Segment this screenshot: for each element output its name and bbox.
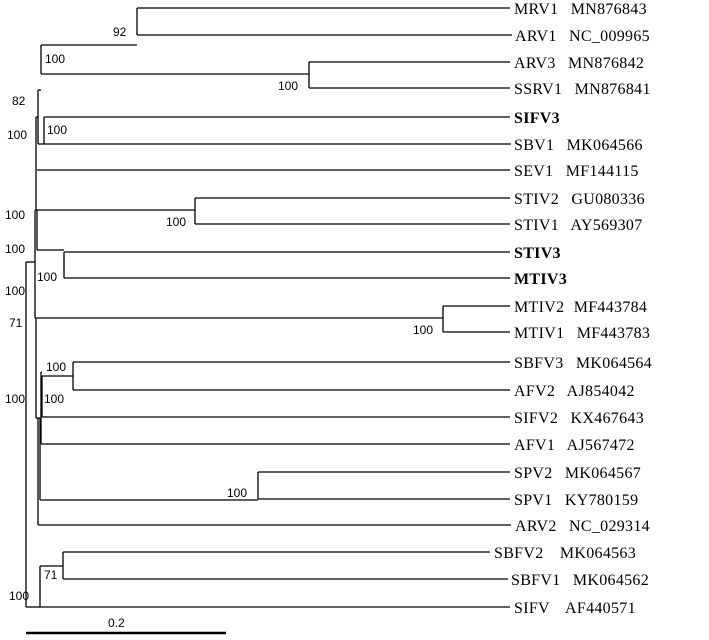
taxon-label: MTIV1 MF443783 [514,325,650,342]
bootstrap-label: 100 [166,215,186,229]
taxon-name: AFV2 [514,383,555,400]
bootstrap-label: 100 [9,589,29,603]
taxon-accession: MN876841 [575,81,651,98]
taxon-name: SPV1 [514,492,553,509]
taxon-label: AFV1 AJ567472 [514,437,635,454]
taxon-label: SBV1 MK064566 [514,137,643,154]
bootstrap-label: 100 [46,360,66,374]
taxon-label: SEV1 MF144115 [514,163,639,180]
taxon-name: SIFV3 [514,110,560,127]
taxon-name: SSRV1 [514,81,562,98]
taxon-accession: MK064563 [560,545,636,562]
taxon-name: ARV3 [514,55,556,72]
taxon-label: SBFV1 MK064562 [511,572,649,589]
bootstrap-label: 100 [5,392,25,406]
taxon-name: SBFV3 [514,355,564,372]
taxon-accession: AJ854042 [567,383,635,400]
taxon-labels: MRV1 MN876843 ARV1 NC_009965 ARV3 MN8768… [494,1,652,617]
bootstrap-label: 100 [227,486,247,500]
taxon-name: SBFV2 [494,545,544,562]
taxon-name: SPV2 [514,465,553,482]
taxon-accession: AJ567472 [567,437,635,454]
taxon-label: ARV3 MN876842 [514,55,644,72]
taxon-name: SBV1 [514,137,554,154]
bootstrap-label: 100 [5,284,25,298]
bootstrap-label: 100 [413,323,433,337]
taxon-label: SBFV3 MK064564 [514,355,652,372]
taxon-name: MTIV2 [514,299,564,316]
taxon-name: STIV3 [514,245,561,262]
bootstrap-label: 71 [9,316,23,330]
bootstrap-label: 100 [5,242,25,256]
taxon-name: MTIV1 [514,325,564,342]
taxon-label: SIFV2 KX467643 [514,410,644,427]
taxon-accession: MK064566 [567,137,643,154]
taxon-label: STIV2 GU080336 [514,191,645,208]
taxon-label: MTIV2 MF443784 [514,299,647,316]
bootstrap-label: 92 [113,25,127,39]
taxon-name: ARV1 [515,28,557,45]
scale-bar-label: 0.2 [108,616,125,630]
taxon-name: ARV2 [515,518,557,535]
bootstrap-values: 92 100 100 82 100 100 100 100 100 100 10… [5,25,433,603]
taxon-name: SIFV2 [514,410,558,427]
tree-branches [25,7,512,608]
taxon-accession: MF144115 [566,163,639,180]
bootstrap-label: 100 [37,270,57,284]
taxon-label: SIFV AF440571 [514,600,636,617]
taxon-accession: GU080336 [571,191,645,208]
bootstrap-label: 82 [12,94,26,108]
bootstrap-label: 71 [44,568,58,582]
taxon-name: MTIV3 [514,271,567,288]
bootstrap-label: 100 [7,128,27,142]
taxon-accession: KX467643 [571,410,645,427]
bootstrap-label: 100 [278,79,298,93]
scale-bar-group: 0.2 [26,616,226,635]
taxon-label: SIFV3 [514,110,560,127]
taxon-accession: AF440571 [565,600,636,617]
taxon-label: AFV2 AJ854042 [514,383,635,400]
bootstrap-label: 100 [5,208,25,222]
taxon-name: SIFV [514,600,550,617]
taxon-accession: MK064564 [576,355,652,372]
taxon-accession: MF443784 [574,299,648,316]
taxon-label: STIV3 [514,245,561,262]
taxon-accession: MK064562 [573,572,649,589]
taxon-accession: MK064567 [565,465,641,482]
taxon-label: SPV2 MK064567 [514,465,641,482]
taxon-name: MRV1 [514,1,558,18]
taxon-label: MTIV3 [514,271,567,288]
taxon-accession: MN876843 [571,1,647,18]
taxon-label: ARV1 NC_009965 [515,28,650,45]
taxon-name: STIV1 [514,217,559,234]
taxon-label: SSRV1 MN876841 [514,81,651,98]
bootstrap-label: 100 [44,392,64,406]
taxon-name: STIV2 [514,191,559,208]
taxon-accession: MN876842 [568,55,644,72]
bootstrap-label: 100 [47,123,67,137]
taxon-name: SEV1 [514,163,553,180]
taxon-label: SPV1 KY780159 [514,492,638,509]
taxon-label: MRV1 MN876843 [514,1,647,18]
taxon-name: SBFV1 [511,572,561,589]
bootstrap-label: 100 [45,52,65,66]
taxon-accession: KY780159 [565,492,639,509]
taxon-accession: NC_009965 [569,28,650,45]
taxon-name: AFV1 [514,437,555,454]
taxon-label: ARV2 NC_029314 [515,518,650,535]
taxon-accession: MF443783 [577,325,651,342]
taxon-label: SBFV2 MK064563 [494,545,636,562]
taxon-accession: NC_029314 [569,518,650,535]
taxon-label: STIV1 AY569307 [514,217,643,234]
taxon-accession: AY569307 [570,217,642,234]
